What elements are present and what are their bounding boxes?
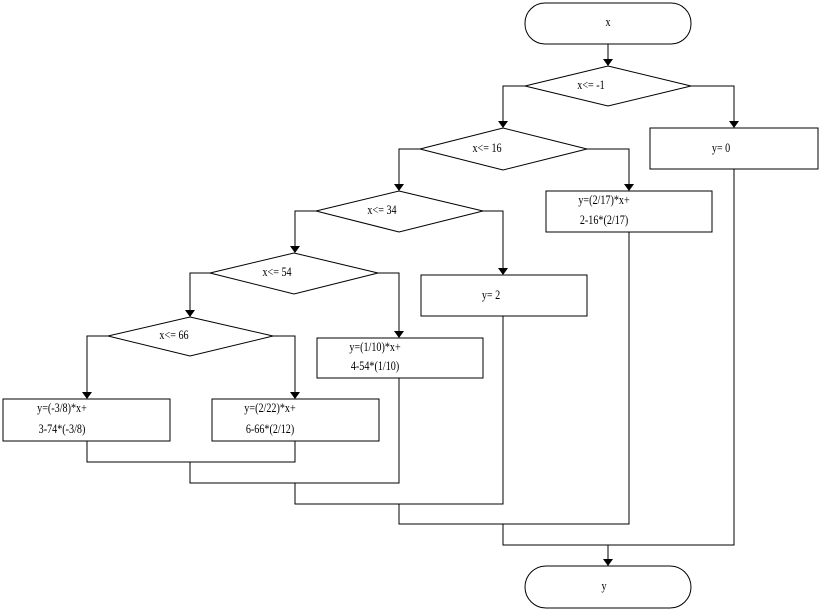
decision-shape (315, 190, 484, 233)
decision-shape (209, 252, 379, 295)
process-shape (649, 127, 819, 170)
connectors (86, 44, 735, 559)
arrowhead-icon (185, 310, 195, 317)
arrowhead-icon (394, 331, 404, 338)
arrowhead-icon (498, 121, 508, 128)
connector-d1-no (691, 85, 735, 121)
decision-x-le-54: x<= 54 (209, 252, 379, 295)
process-shape (420, 274, 588, 317)
merge-line-1 (86, 441, 296, 463)
connector-d1-yes (502, 85, 525, 121)
connector-d5-no (273, 335, 296, 393)
process-slope-1-10: y=(1/10)*x+ 4-54*(1/10) (316, 337, 484, 379)
decision-x-le-minus1: x<= -1 (524, 65, 692, 107)
decision-label: x<= 16 (472, 141, 501, 155)
process-label: y= 0 (712, 141, 731, 155)
connector-d3-yes (294, 210, 316, 247)
process-shape (545, 190, 713, 233)
decision-x-le-34: x<= 34 (315, 190, 484, 233)
process-label: y= 2 (482, 288, 501, 302)
connector-d3-no (483, 210, 504, 268)
start-terminal-shape (524, 2, 692, 45)
connector-d2-yes (398, 148, 420, 184)
decision-shape (524, 65, 692, 107)
process-label-line1: y=(2/17)*x+ (578, 193, 629, 207)
process-label-line1: y=(1/10)*x+ (349, 340, 400, 354)
decision-shape (107, 316, 274, 357)
process-label-line2: 6-66*(2/12) (246, 422, 294, 436)
connector-d5-yes (86, 335, 108, 393)
arrowhead-icon (290, 392, 300, 399)
connector-d2-no (587, 148, 630, 184)
decision-x-le-66: x<= 66 (107, 316, 274, 357)
process-y-equals-2: y= 2 (420, 274, 588, 317)
end-label: y (601, 579, 606, 593)
decision-label: x<= -1 (577, 78, 605, 92)
arrowheads (82, 59, 739, 566)
start-label: x (605, 15, 610, 29)
process-label-line2: 2-16*(2/17) (580, 213, 628, 227)
arrowhead-icon (82, 392, 92, 399)
decision-label: x<= 54 (262, 265, 291, 279)
merge-line-4 (398, 232, 630, 525)
end-terminal-shape (524, 565, 692, 609)
connector-d4-no (378, 272, 400, 331)
arrowhead-icon (729, 121, 739, 128)
decision-x-le-16: x<= 16 (419, 127, 588, 171)
process-y-equals-0: y= 0 (649, 127, 819, 170)
arrowhead-icon (394, 184, 404, 191)
arrowhead-icon (498, 268, 508, 275)
process-shape (211, 398, 380, 442)
process-shape (2, 398, 171, 442)
decision-shape (419, 127, 588, 171)
process-label-line1: y=(-3/8)*x+ (37, 401, 87, 415)
arrowhead-icon (624, 184, 634, 191)
end-terminal: y (524, 565, 692, 609)
process-label-line2: 4-54*(1/10) (351, 359, 399, 373)
start-terminal: x (524, 2, 692, 45)
process-shape (316, 337, 484, 379)
process-label-line2: 3-74*(-3/8) (39, 422, 86, 436)
process-slope-2-22: y=(2/22)*x+ 6-66*(2/12) (211, 398, 380, 442)
decision-label: x<= 66 (159, 328, 188, 342)
merge-line-5 (502, 169, 735, 546)
arrowhead-icon (290, 246, 300, 253)
process-slope-minus-3-8: y=(-3/8)*x+ 3-74*(-3/8) (2, 398, 171, 442)
connector-d4-yes (189, 272, 210, 311)
process-label-line1: y=(2/22)*x+ (244, 401, 295, 415)
arrowhead-icon (603, 559, 613, 566)
process-slope-2-17: y=(2/17)*x+ 2-16*(2/17) (545, 190, 713, 233)
arrowhead-icon (603, 59, 613, 66)
decision-label: x<= 34 (367, 203, 396, 217)
